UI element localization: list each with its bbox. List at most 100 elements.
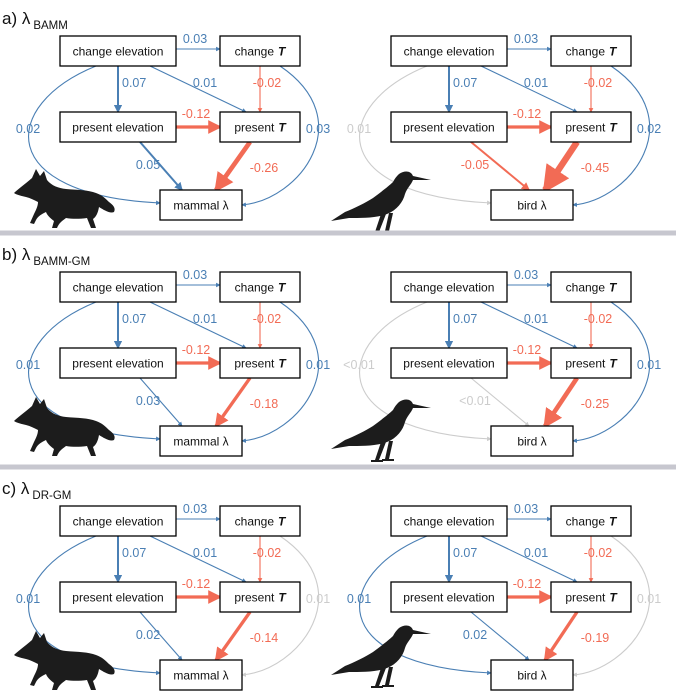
node-change-elevation-box — [390, 35, 508, 67]
node-present-T-box — [550, 347, 632, 379]
coefficient-cT-to-pT: -0.02 — [584, 312, 613, 326]
edges — [28, 282, 319, 443]
node-present-elevation-box — [59, 111, 177, 143]
node-response-label: bird λ — [517, 199, 546, 213]
node-change-elevation-label: change elevation — [73, 515, 164, 529]
coefficient-pe-to-resp: 0.02 — [463, 628, 487, 642]
node-present-elevation-label: present elevation — [403, 357, 494, 371]
node-change-elevation-label: change elevation — [73, 281, 164, 295]
node-present-elevation: present elevation — [59, 347, 177, 379]
edge-cT-to-resp — [241, 535, 319, 677]
node-present-T-box — [550, 581, 632, 613]
node-change-elevation: change elevation — [390, 505, 508, 537]
coefficient-cT-to-resp: 0.03 — [306, 122, 330, 136]
edge-ce-to-resp — [28, 65, 161, 206]
node-response-box — [159, 189, 243, 221]
node-change-elevation: change elevation — [390, 35, 508, 67]
coefficient-cT-to-resp: 0.01 — [306, 592, 330, 606]
coefficient-ce-to-cT: 0.03 — [183, 268, 207, 282]
coefficient-pe-to-pT: -0.12 — [182, 343, 211, 357]
coefficient-cT-to-resp: 0.01 — [306, 358, 330, 372]
node-change-elevation-box — [59, 505, 177, 537]
coefficient-ce-to-pe: 0.07 — [453, 76, 477, 90]
node-present-T-box — [550, 111, 632, 143]
shorebird-silhouette-icon — [331, 399, 431, 462]
edge-ce-to-pT — [480, 301, 578, 349]
edge-ce-to-resp — [359, 301, 492, 442]
node-response: bird λ — [490, 189, 574, 221]
coefficient-cT-to-resp: 0.02 — [637, 122, 661, 136]
node-response-box — [159, 425, 243, 457]
node-change-elevation-label: change elevation — [404, 45, 495, 59]
edge-cT-to-resp — [241, 65, 319, 207]
coefficient-pe-to-pT: -0.12 — [513, 577, 542, 591]
node-present-elevation-box — [390, 347, 508, 379]
node-change-elevation: change elevation — [59, 505, 177, 537]
node-change-elevation-box — [59, 271, 177, 303]
coefficient-cT-to-pT: -0.02 — [253, 546, 282, 560]
coefficient-pT-to-resp: -0.14 — [250, 631, 279, 645]
coefficient-cT-to-pT: -0.02 — [253, 76, 282, 90]
coefficient-ce-to-pT: 0.01 — [524, 312, 548, 326]
node-present-elevation-label: present elevation — [72, 357, 163, 371]
edge-pe-to-resp — [470, 141, 530, 191]
edge-pT-to-resp — [214, 377, 252, 428]
node-response: mammal λ — [159, 659, 243, 691]
coefficient-cT-to-resp: 0.01 — [637, 358, 661, 372]
coefficient-ce-to-resp: 0.01 — [16, 358, 40, 372]
coefficient-pe-to-pT: -0.12 — [513, 343, 542, 357]
edge-pT-to-resp — [214, 140, 252, 193]
coefficient-pT-to-resp: -0.25 — [581, 397, 610, 411]
coefficient-ce-to-cT: 0.03 — [183, 502, 207, 516]
edge-ce-to-pT — [480, 65, 578, 113]
edge-cT-to-resp — [572, 65, 650, 207]
coefficient-ce-to-pT: 0.01 — [193, 312, 217, 326]
node-present-elevation-box — [59, 581, 177, 613]
node-response-label: bird λ — [517, 669, 546, 683]
node-present-elevation: present elevation — [59, 111, 177, 143]
node-present-elevation-box — [390, 581, 508, 613]
coefficient-ce-to-cT: 0.03 — [183, 32, 207, 46]
coefficient-ce-to-cT: 0.03 — [514, 268, 538, 282]
node-present-T-box — [219, 347, 301, 379]
coefficient-ce-to-pT: 0.01 — [193, 546, 217, 560]
node-response: bird λ — [490, 425, 574, 457]
node-present-elevation: present elevation — [59, 581, 177, 613]
node-change-elevation-box — [390, 271, 508, 303]
coefficient-ce-to-pe: 0.07 — [122, 76, 146, 90]
node-present-elevation-box — [59, 347, 177, 379]
coefficient-ce-to-pT: 0.01 — [524, 546, 548, 560]
coefficient-pT-to-resp: -0.19 — [581, 631, 610, 645]
shorebird-silhouette-icon — [331, 625, 431, 688]
node-change-elevation-box — [59, 35, 177, 67]
edge-ce-to-pT — [149, 535, 247, 583]
coefficient-ce-to-resp: 0.01 — [347, 592, 371, 606]
coefficient-ce-to-pe: 0.07 — [122, 546, 146, 560]
coefficient-ce-to-resp: <0.01 — [343, 358, 375, 372]
fox-silhouette-icon — [14, 169, 115, 228]
coefficient-ce-to-cT: 0.03 — [514, 502, 538, 516]
coefficient-ce-to-pe: 0.07 — [122, 312, 146, 326]
